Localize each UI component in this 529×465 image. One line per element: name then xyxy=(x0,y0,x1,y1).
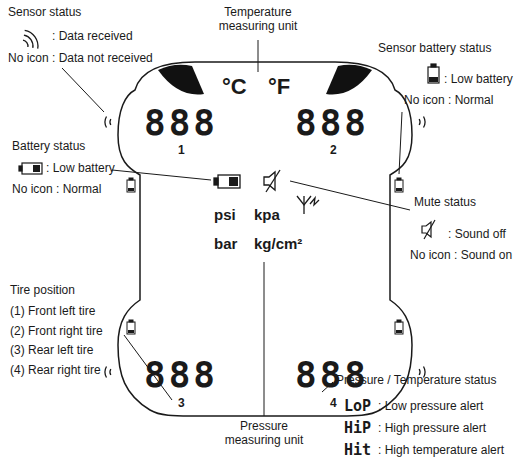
signal-icon xyxy=(23,30,38,48)
segment-code: HiP xyxy=(344,420,371,437)
section-heading: Sensor battery status xyxy=(378,42,491,56)
unit-symbol: °F xyxy=(268,74,290,99)
list-item: (4) Rear right tire xyxy=(10,364,101,378)
display-battery-icon xyxy=(214,175,240,188)
callout-label: Pressure measuring unit xyxy=(214,420,314,448)
list-item: (2) Front right tire xyxy=(10,325,103,339)
tire-number: 4 xyxy=(330,397,337,411)
segment-digits: 888 xyxy=(144,102,218,143)
legend-text: : Low battery xyxy=(444,73,513,87)
list-item: (1) Front left tire xyxy=(10,305,95,319)
segment-code: LoP xyxy=(344,398,371,415)
sensor-battery-legend-icon xyxy=(428,64,439,83)
legend-text: : Data received xyxy=(52,30,133,44)
legend-text: No icon : Normal xyxy=(12,183,101,197)
unit-symbol: bar xyxy=(214,235,237,252)
legend-text: No icon : Sound on xyxy=(410,249,512,263)
display-mute-icon xyxy=(264,170,280,192)
legend-text: : High temperature alert xyxy=(378,444,504,458)
callout-label: Temperature measuring unit xyxy=(208,6,308,34)
headlight-left xyxy=(158,65,204,95)
unit-symbol: kpa xyxy=(254,206,280,223)
segment-digits: 888 xyxy=(295,102,369,143)
tire-number: 3 xyxy=(178,397,185,411)
section-heading: Pressure / Temperature status xyxy=(336,374,497,388)
unit-symbol: psi xyxy=(214,206,236,223)
legend-text: : Sound off xyxy=(448,228,506,242)
segment-digits: 888 xyxy=(144,354,218,395)
legend-text: No icon : Data not received xyxy=(8,52,153,66)
leader-lines xyxy=(62,40,410,416)
section-heading: Mute status xyxy=(414,196,476,210)
tire-number: 2 xyxy=(330,144,337,158)
legend-text: No icon : Normal xyxy=(404,94,493,108)
section-heading: Sensor status xyxy=(8,6,81,20)
section-heading: Tire position xyxy=(10,284,75,298)
mute-legend-icon xyxy=(422,220,435,239)
antenna-icon xyxy=(297,196,319,214)
unit-symbol: kg/cm² xyxy=(254,235,302,252)
display-outline xyxy=(118,62,412,416)
battery-legend-icon xyxy=(19,163,42,174)
section-heading: Battery status xyxy=(12,140,85,154)
unit-symbol: °C xyxy=(222,74,247,99)
legend-text: : Low battery xyxy=(46,162,115,176)
sensor-battery-icons xyxy=(127,178,403,334)
list-item: (3) Rear left tire xyxy=(10,344,93,358)
legend-text: : High pressure alert xyxy=(378,422,486,436)
legend-text: : Low pressure alert xyxy=(378,400,483,414)
headlight-right xyxy=(326,65,372,95)
tire-number: 1 xyxy=(178,144,185,158)
sensor-signal-arcs xyxy=(105,117,425,378)
segment-code: Hit xyxy=(344,442,371,459)
